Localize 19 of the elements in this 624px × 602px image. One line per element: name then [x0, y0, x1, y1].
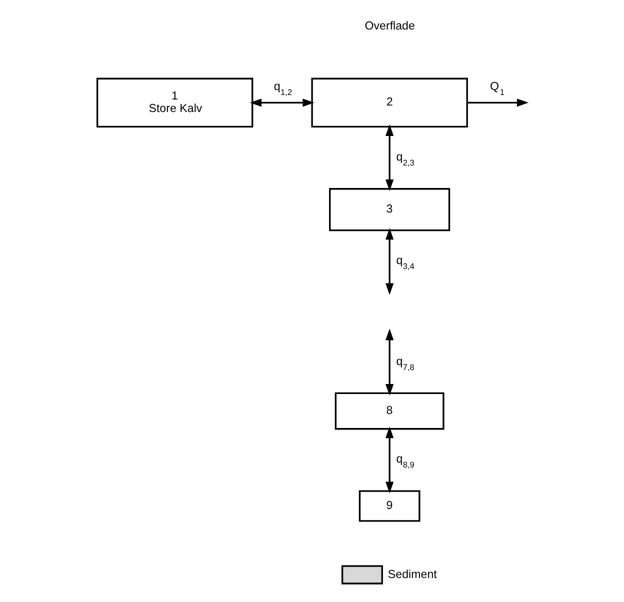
node-box: 2 — [311, 78, 468, 128]
arrow — [386, 328, 394, 396]
arrow — [467, 98, 529, 107]
node-box: 3 — [329, 188, 450, 232]
edge-label: q$_{1,2}$ — [274, 80, 292, 97]
node-box: 1 Store Kalv — [96, 78, 254, 128]
edge-label: q$_{8,9}$ — [396, 452, 414, 470]
arrow — [386, 124, 394, 192]
arrow — [250, 98, 314, 107]
node-box: 8 — [334, 392, 444, 430]
arrow — [386, 228, 394, 295]
edge-label: q$_{3,4}$ — [396, 254, 414, 272]
legend-label: Sediment — [388, 568, 437, 581]
edge-label: q$_{7,8}$ — [396, 354, 414, 372]
edge-label: q$_{2,3}$ — [396, 150, 414, 168]
edge-label: Q$_{1}$ — [490, 80, 505, 97]
label: Overflade — [364, 19, 415, 32]
arrow — [386, 426, 394, 494]
node-box: 9 — [358, 490, 420, 522]
